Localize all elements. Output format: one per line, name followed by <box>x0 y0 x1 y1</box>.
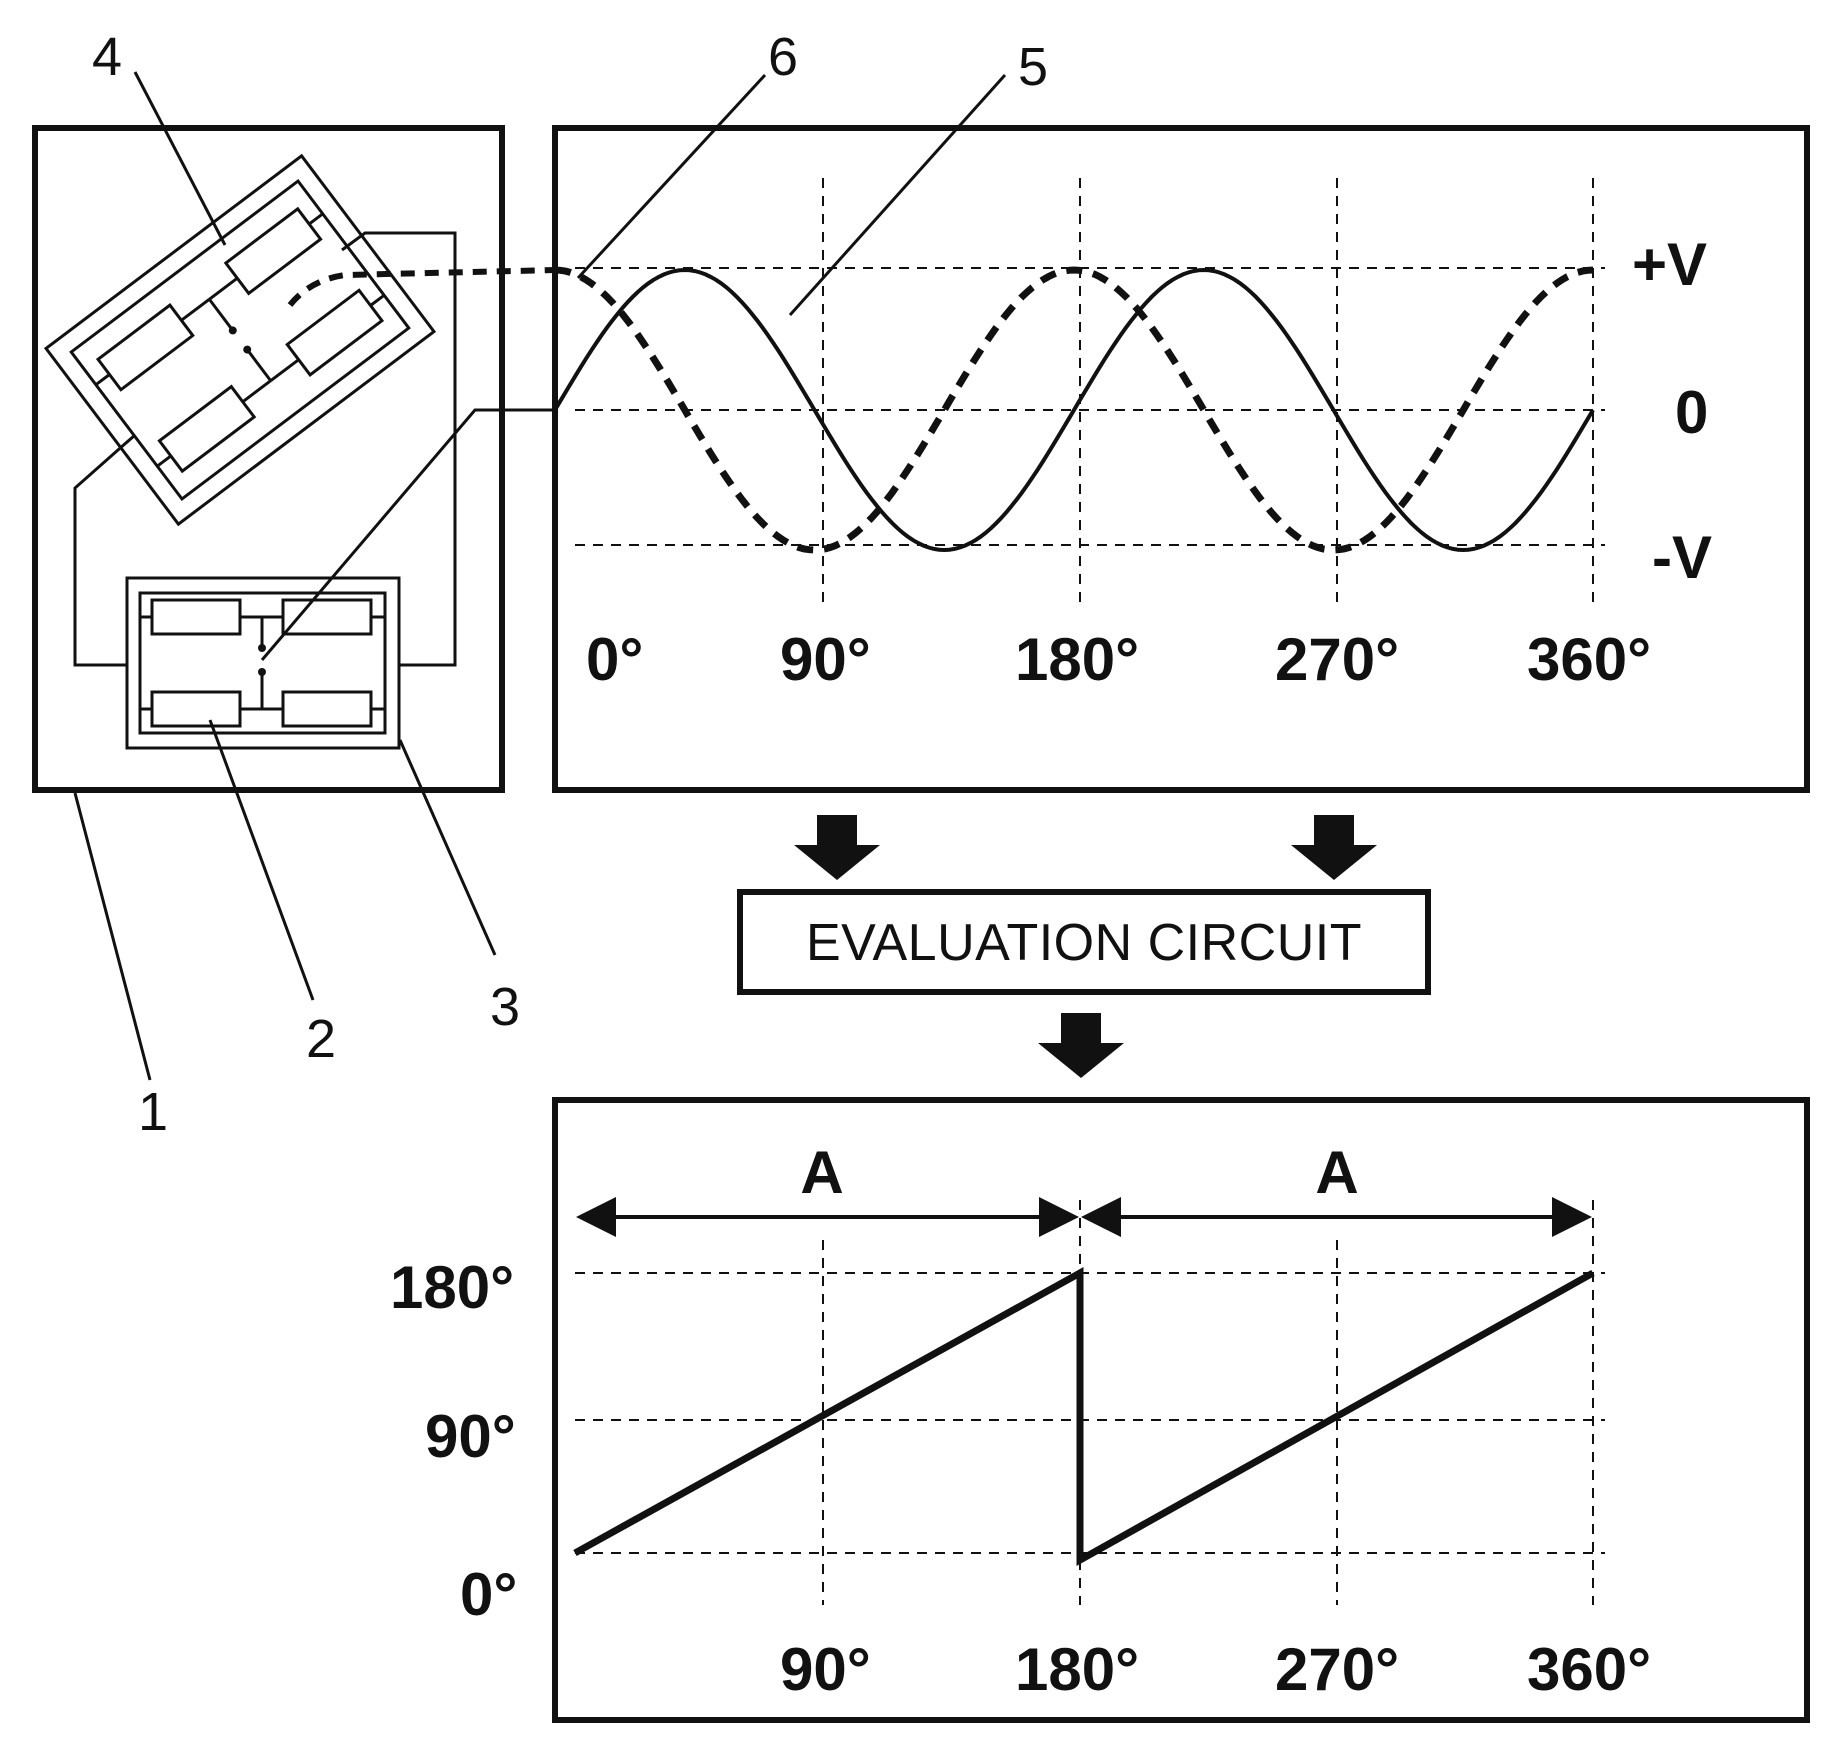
evaluation-circuit-label: EVALUATION CIRCUIT <box>806 914 1362 972</box>
callout-1: 1 <box>138 1082 168 1142</box>
top-x-label: 180° <box>1015 626 1139 693</box>
range-label-a: A <box>800 1139 843 1206</box>
top-x-label: 270° <box>1275 626 1399 693</box>
angle-plot-grid <box>575 1200 1605 1605</box>
bottom-x-label: 180° <box>1015 1636 1139 1703</box>
callout-2: 2 <box>306 1009 336 1069</box>
down-arrow-right <box>1291 815 1377 880</box>
callout-4: 4 <box>92 27 122 87</box>
wire-right <box>341 231 457 667</box>
angle-sawtooth <box>573 1267 1595 1566</box>
leader-5 <box>788 73 1007 317</box>
leader-3 <box>398 739 497 956</box>
bottom-x-label: 90° <box>780 1636 871 1703</box>
y-label-pos: +V <box>1632 231 1707 298</box>
y-label-zero: 0 <box>1675 379 1708 446</box>
signal-curve-6 <box>554 266 1594 554</box>
leader-6 <box>576 73 767 280</box>
bottom-x-label: 360° <box>1527 1636 1651 1703</box>
leader-1 <box>73 792 152 1081</box>
sensor-housing <box>32 125 505 793</box>
top-x-labels: 0° 90° 180° 270° 360° <box>586 626 1651 693</box>
angle-plot-frame <box>552 1097 1810 1723</box>
range-label-a: A <box>1315 1139 1358 1206</box>
bridge-lower <box>125 576 401 750</box>
signal-plot-frame <box>552 125 1810 793</box>
angle-y-label: 90° <box>425 1403 516 1470</box>
angle-y-label: 180° <box>390 1254 514 1321</box>
top-x-label: 0° <box>586 626 643 693</box>
bottom-x-label: 270° <box>1275 1636 1399 1703</box>
bridge-rotated <box>43 153 437 527</box>
leader-4 <box>133 71 227 246</box>
signal-curve-5 <box>553 267 1595 553</box>
top-x-label: 90° <box>780 626 871 693</box>
wire-left <box>73 433 136 667</box>
callout-6: 6 <box>768 27 798 87</box>
evaluation-circuit-box <box>737 889 1431 995</box>
y-label-neg: -V <box>1652 524 1712 591</box>
down-arrow-center <box>1038 1013 1124 1078</box>
signal-plot-grid <box>575 178 1605 610</box>
callout-5: 5 <box>1018 37 1048 97</box>
signal-line-6 <box>287 267 556 307</box>
callout-3: 3 <box>490 977 520 1037</box>
angle-y-label: 0° <box>460 1561 517 1628</box>
leader-2 <box>208 719 315 1001</box>
down-arrow-left <box>794 815 880 880</box>
signal-line-5 <box>260 408 555 661</box>
bottom-x-labels: 90° 180° 270° 360° <box>780 1636 1651 1703</box>
top-x-label: 360° <box>1527 626 1651 693</box>
